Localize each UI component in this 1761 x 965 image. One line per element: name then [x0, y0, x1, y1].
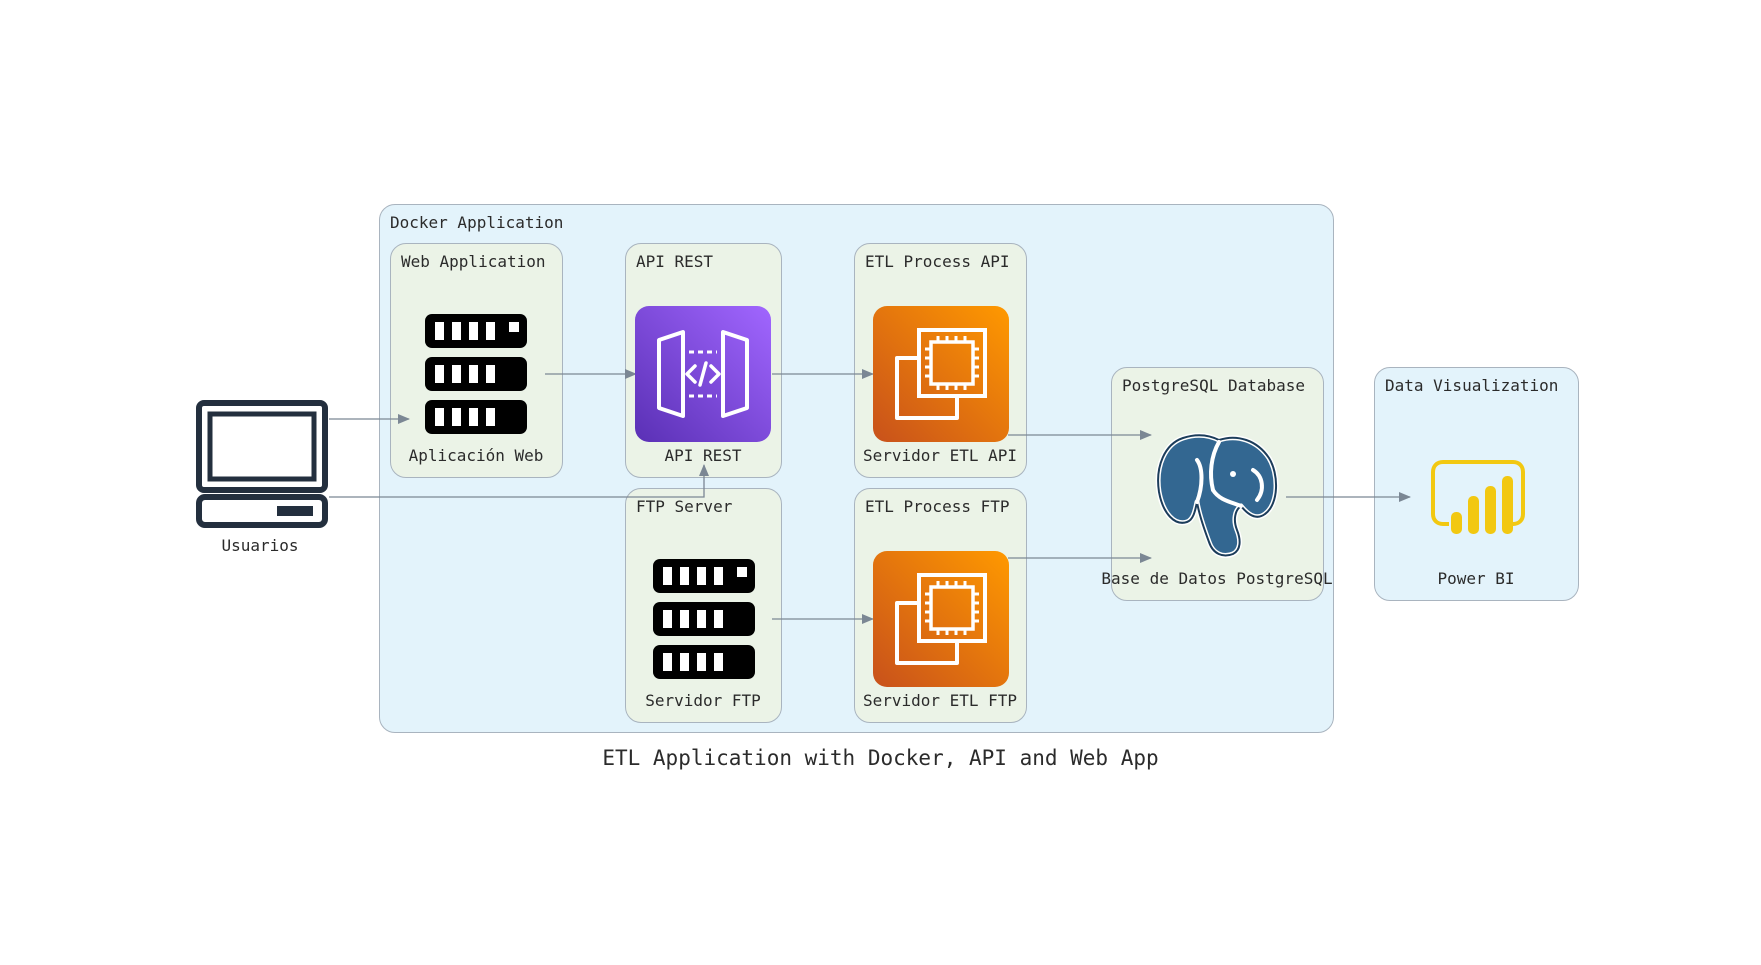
node-label-usuarios: Usuarios [221, 536, 299, 555]
ec2-instance-icon [873, 551, 1009, 687]
cluster-title: Data Visualization [1385, 376, 1559, 395]
cluster-data-visualization: Data Visualization [1374, 367, 1579, 601]
power-bi-icon [1431, 460, 1525, 534]
diagram-title: ETL Application with Docker, API and Web… [602, 746, 1159, 770]
node-label-postgres: Base de Datos PostgreSQL [1101, 569, 1333, 588]
cluster-title: FTP Server [636, 497, 733, 516]
node-label-powerbi: Power BI [1437, 569, 1515, 588]
cluster-web-application: Web Application [390, 243, 563, 478]
cluster-title: ETL Process FTP [865, 497, 1010, 516]
node-label-etl-api: Servidor ETL API [862, 446, 1018, 465]
cluster-title: PostgreSQL Database [1122, 376, 1306, 395]
cluster-title: Web Application [401, 252, 546, 271]
node-label-ftp: Servidor FTP [645, 691, 761, 710]
ec2-instance-icon [873, 306, 1009, 442]
api-gateway-icon [635, 306, 771, 442]
cluster-title: API REST [636, 252, 714, 271]
postgresql-elephant-icon [1155, 432, 1279, 558]
node-label-web-app: Aplicación Web [408, 446, 544, 465]
server-rack-icon [653, 559, 755, 679]
node-label-api-rest: API REST [664, 446, 742, 465]
cluster-title: ETL Process API [865, 252, 1010, 271]
cluster-title: Docker Application [390, 213, 564, 232]
node-label-etl-ftp: Servidor ETL FTP [862, 691, 1018, 710]
server-rack-icon [425, 314, 527, 434]
laptop-icon [196, 400, 328, 528]
